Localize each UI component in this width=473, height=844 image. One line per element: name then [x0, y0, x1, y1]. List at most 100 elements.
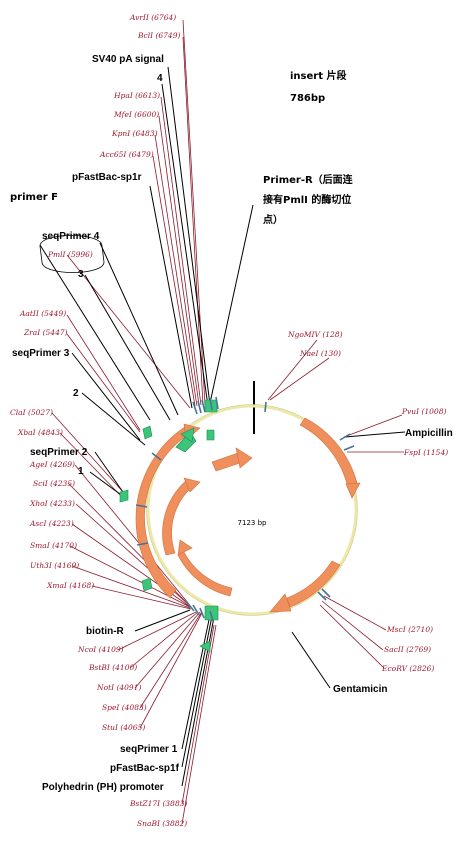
site-ngomiv: NgoMIV (128) — [287, 330, 343, 339]
tick-11 — [185, 600, 195, 612]
site-xmai: XmaI (4168) — [46, 581, 94, 590]
leader-ngomiv — [267, 339, 318, 401]
leader-pmli — [66, 254, 191, 409]
leader-seqprimer2 — [94, 451, 126, 496]
leader-clai — [51, 412, 125, 494]
site-smai: SmaI (4170) — [30, 541, 77, 550]
ampicillin-arrow — [299, 417, 358, 485]
promoter-block-2 — [204, 605, 219, 621]
leader-ampicillin — [344, 431, 406, 438]
insert-title: insert 片段 — [290, 69, 346, 82]
leader-primer-f — [39, 244, 151, 421]
leader-stui — [139, 612, 203, 729]
annotation-notes: insert 片段 786bp Primer-R（后面连 接有PmlI 的酶切位… — [10, 69, 354, 226]
site-xhoi: XhoI (4233) — [29, 499, 75, 508]
leader-agei — [74, 464, 189, 604]
site-pmli: PmlI (5996) — [47, 250, 93, 259]
site-snabi: SnaBI (3882) — [137, 819, 187, 828]
site-stui: StuI (4065) — [102, 723, 145, 732]
primer-r-line1: Primer-R（后面连 — [263, 173, 354, 186]
leader-seqprimer4 — [99, 242, 179, 416]
inner-arrowhead — [183, 477, 201, 493]
site-aatii: AatII (5449) — [19, 309, 66, 318]
plasmid-size-label: 7123 bp — [238, 519, 267, 527]
leader-kpni — [154, 134, 198, 407]
site-mfei: MfeI (6600) — [113, 110, 159, 119]
site-clai: ClaI (5027) — [10, 408, 53, 417]
tick-2 — [197, 400, 202, 414]
site-bstbi: BstBI (4100) — [88, 663, 137, 672]
ampicillin-arrowhead — [345, 482, 361, 499]
tick-10 — [321, 588, 331, 598]
leader-aatii — [66, 314, 141, 431]
leader-xmai — [91, 585, 192, 610]
feature-biotin-r: biotin-R — [86, 626, 125, 637]
feature-pfastbac-f: pFastBac-sp1f — [110, 763, 180, 774]
site-avrii: AvrII (6764) — [129, 13, 176, 22]
leader-zrai — [66, 333, 141, 433]
leader-sacii — [321, 600, 384, 651]
left-large-arrow — [135, 424, 193, 599]
site-acc65i: Acc65I (6479) — [99, 150, 154, 159]
plasmid-backbone — [146, 404, 358, 616]
site-sacii: SacII (2769) — [384, 645, 431, 654]
site-ticks — [135, 396, 355, 622]
leader-pfastbac-f — [181, 615, 213, 768]
leader-noti — [134, 611, 201, 689]
tick-7 — [339, 433, 351, 441]
site-xbai: XbaI (4843) — [17, 428, 63, 437]
feature-labels: SV40 pA signal 4 pFastBac-sp1r seqPrimer… — [12, 54, 453, 793]
site-tth3i: Uth3I (4169) — [30, 561, 79, 570]
leader-bst1107i — [181, 624, 215, 805]
gentamicin-arrowhead — [269, 593, 292, 613]
tick-16 — [135, 504, 148, 508]
lower-inner-arrow — [177, 549, 233, 597]
leader-msci — [323, 595, 387, 631]
site-zrai: ZraI (5447) — [23, 328, 68, 337]
gene-arrows — [135, 417, 361, 613]
tick-8 — [343, 445, 355, 451]
site-spei: SpeI (4083) — [102, 703, 147, 712]
promoter-small-3 — [141, 577, 153, 592]
leader-4 — [161, 83, 209, 407]
feature-num2: 2 — [73, 388, 79, 399]
leader-sv40 — [167, 66, 211, 406]
feature-num1: 1 — [78, 466, 84, 477]
leader-3 — [84, 274, 171, 421]
site-bcli: BclI (6749) — [137, 31, 180, 40]
leader-ecorv — [319, 604, 385, 669]
tick-4 — [209, 397, 213, 411]
feature-seqprimer4: seqPrimer 4 — [42, 231, 100, 242]
site-asci: AscI (4223) — [29, 519, 74, 528]
leader-spei — [139, 612, 202, 709]
plasmid-backbone-edge — [146, 404, 358, 616]
primer-f-box — [39, 235, 105, 273]
leader-snabi — [181, 624, 217, 825]
tick-6 — [264, 401, 267, 413]
tick-12 — [192, 604, 200, 616]
leader-mfei — [158, 115, 200, 406]
primer-r-line2: 接有PmlI 的酶切位 — [263, 193, 351, 206]
feature-pfastbac-r: pFastBac-sp1r — [72, 172, 142, 183]
lower-inner-arrowhead — [177, 539, 193, 556]
leader-gentamicin — [291, 631, 331, 689]
site-agei: AgeI (4269) — [29, 460, 75, 469]
leader-naei — [269, 357, 330, 401]
site-scii: SciI (4235) — [33, 479, 75, 488]
site-hpai: HpaI (6613) — [113, 91, 160, 100]
inner-arrow — [162, 479, 194, 556]
leader-biotin-r — [134, 609, 191, 632]
leader-bcli — [182, 36, 204, 406]
tick-17 — [151, 452, 162, 461]
feature-ampicillin: Ampicillin — [405, 428, 453, 439]
gentamicin-arrow — [286, 560, 341, 608]
site-bst1107i: BstZ17I (3883) — [129, 799, 187, 808]
primer-f-label: primer F — [10, 192, 58, 203]
feature-sv40: SV40 pA signal — [92, 54, 164, 65]
site-noti: NotI (4091) — [96, 683, 141, 692]
tick-1 — [192, 401, 198, 415]
tick-5 — [215, 396, 219, 410]
leader-avrii — [182, 19, 206, 406]
